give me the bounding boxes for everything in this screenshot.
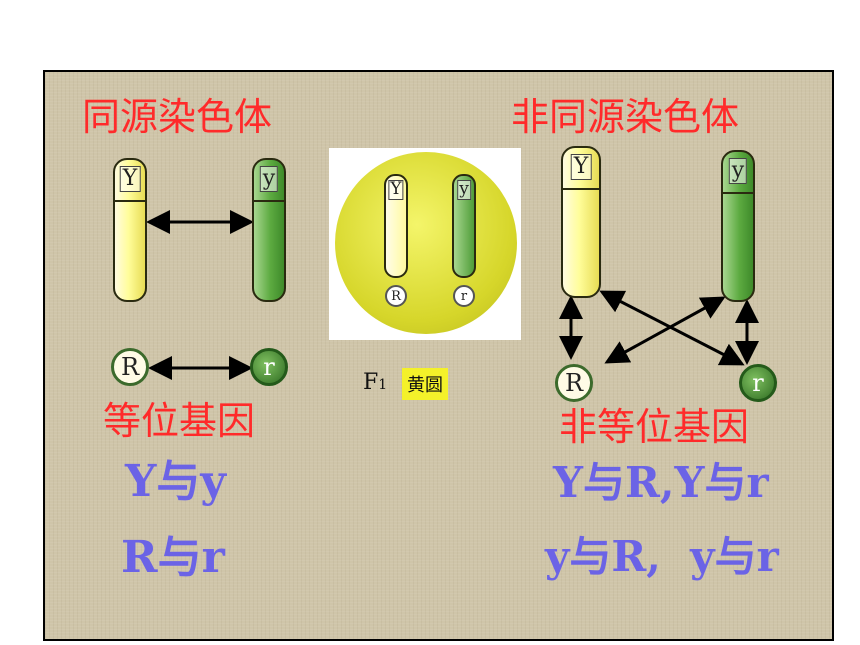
- right-pair-2: y与R, y与r: [545, 532, 779, 581]
- allele-r-right: r: [739, 364, 777, 402]
- chromosome-band: [252, 200, 286, 202]
- right-y-to-R-arrow: [604, 296, 726, 364]
- cell-gene-label-y: y: [457, 179, 471, 200]
- cell-allele-R: R: [385, 285, 407, 307]
- allele-R-left: R: [111, 348, 149, 386]
- gene-label-y: y: [259, 166, 279, 193]
- cell-allele-r: r: [453, 285, 475, 307]
- right-chromosome-Y: Y: [561, 146, 601, 298]
- f1-label: F1: [363, 370, 387, 395]
- f1-letter: F: [363, 370, 379, 395]
- chromosome-band: [721, 192, 755, 194]
- right-pair-1: Y与R,Y与r: [553, 458, 769, 507]
- nonallele-title: 非等位基因: [559, 405, 750, 449]
- homologous-title: 同源染色体: [82, 95, 273, 139]
- gene-label-Y: Y: [119, 166, 141, 193]
- allele-r-left: r: [250, 348, 288, 386]
- slide-frame: 同源染色体 Y y R r 等位基因 Y与y R与r Y y R r F1 黄圆…: [43, 70, 834, 641]
- left-chromosome-Y: Y: [113, 158, 147, 302]
- f1-subscript: 1: [378, 377, 388, 393]
- allele-title: 等位基因: [103, 399, 256, 443]
- left-chromosome-y: y: [252, 158, 286, 302]
- right-gene-label-y: y: [728, 158, 748, 185]
- chromosome-band: [113, 200, 147, 202]
- cell-chromosome-Y: Y: [384, 174, 408, 278]
- chromosome-band: [561, 188, 601, 190]
- left-pair-1: Y与y: [125, 456, 226, 507]
- f1-cell-image: Y y R r: [329, 148, 521, 340]
- right-chromosome-y: y: [721, 150, 755, 302]
- cell-chromosome-y: y: [452, 174, 476, 278]
- phenotype-tag: 黄圆: [402, 368, 448, 400]
- right-Y-to-r-arrow: [599, 290, 745, 366]
- cell-circle: Y y R r: [335, 152, 517, 334]
- nonhomologous-title: 非同源染色体: [511, 95, 740, 139]
- allele-R-right: R: [555, 364, 593, 402]
- left-pair-2: R与r: [121, 532, 225, 583]
- right-gene-label-Y: Y: [570, 154, 592, 181]
- cell-gene-label-Y: Y: [388, 179, 404, 200]
